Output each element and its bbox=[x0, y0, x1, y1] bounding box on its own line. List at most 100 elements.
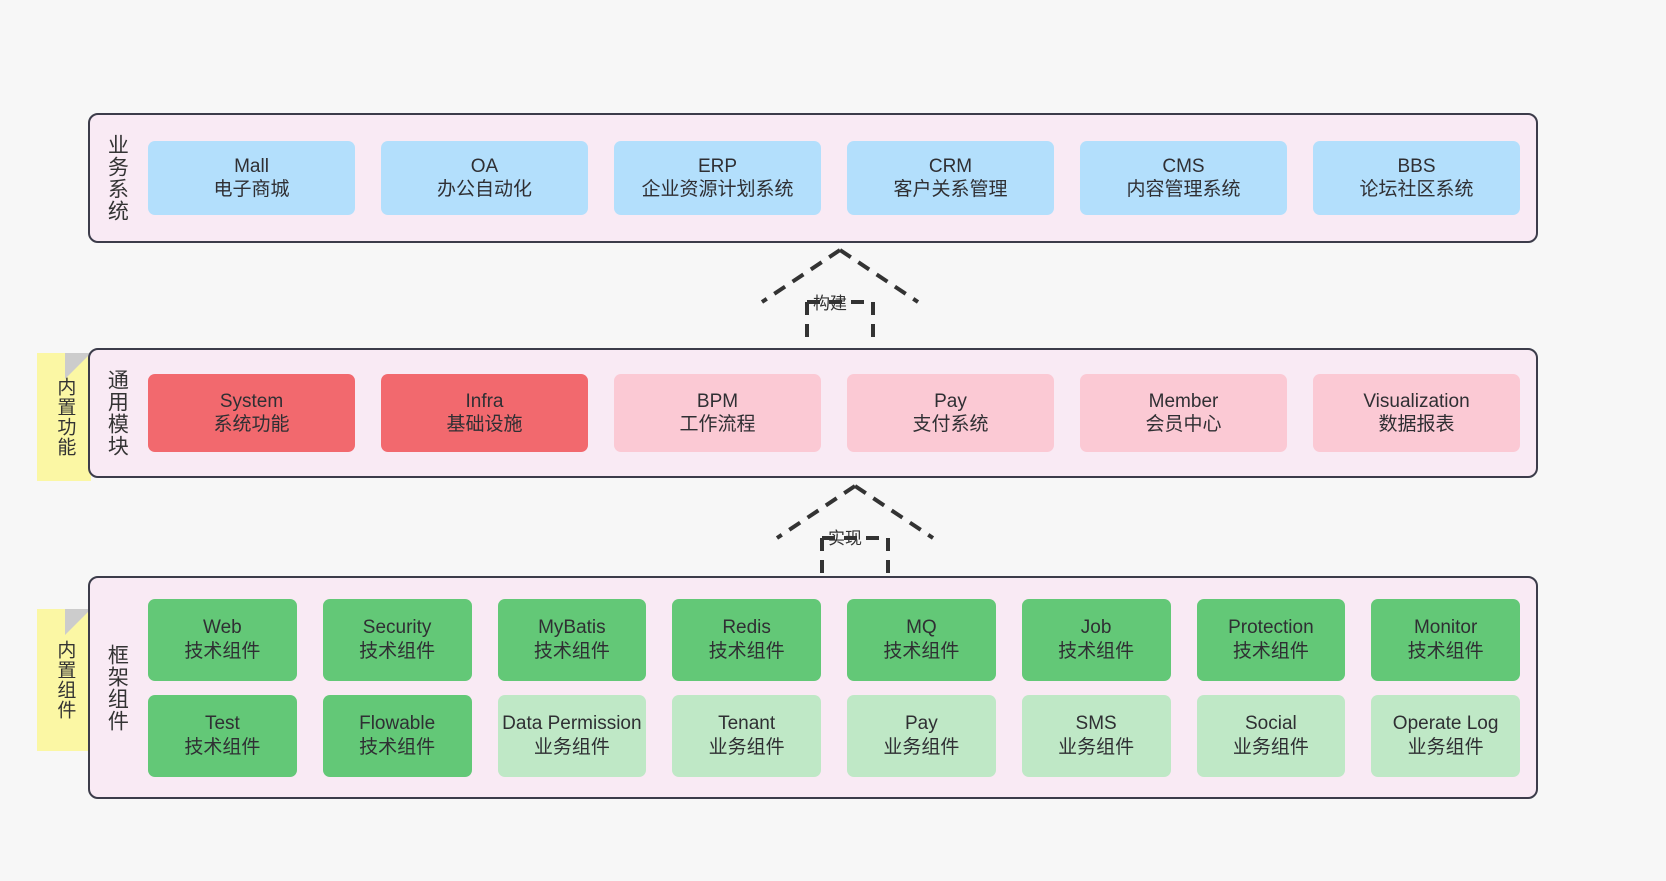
layer-common-modules: 通用模块 System 系统功能 Infra 基础设施 BPM 工作流程 Pay bbox=[88, 348, 1538, 478]
framework-node-row-1: Web 技术组件 Security 技术组件 MyBatis 技术组件 Redi… bbox=[148, 598, 1520, 681]
node-mybatis-desc: 技术组件 bbox=[533, 640, 610, 662]
node-system-desc: 系统功能 bbox=[213, 414, 290, 435]
node-mall-desc: 电子商城 bbox=[213, 179, 290, 200]
node-job-desc: 技术组件 bbox=[1058, 640, 1135, 662]
node-member[interactable]: Member 会员中心 bbox=[1080, 374, 1287, 452]
node-member-desc: 会员中心 bbox=[1145, 414, 1222, 435]
node-infra-name: Infra bbox=[465, 390, 504, 412]
node-data-permission[interactable]: Data Permission 业务组件 bbox=[497, 694, 647, 777]
node-bpm-name: BPM bbox=[696, 390, 739, 412]
node-protection-name: Protection bbox=[1228, 617, 1314, 639]
node-redis-name: Redis bbox=[722, 617, 771, 639]
layer-business-system-body: Mall 电子商城 OA 办公自动化 ERP 企业资源计划系统 CRM 客户关系… bbox=[142, 115, 1536, 241]
node-protection[interactable]: Protection 技术组件 bbox=[1196, 598, 1346, 681]
node-data-permission-name: Data Permission bbox=[502, 713, 642, 735]
node-pay-module-name: Pay bbox=[934, 390, 967, 412]
node-monitor-name: Monitor bbox=[1413, 617, 1478, 639]
node-web[interactable]: Web 技术组件 bbox=[148, 598, 297, 681]
node-visualization-name: Visualization bbox=[1363, 390, 1470, 412]
node-web-desc: 技术组件 bbox=[184, 640, 261, 662]
node-mall[interactable]: Mall 电子商城 bbox=[148, 141, 355, 215]
note-builtin-component: 内置组件 bbox=[37, 609, 91, 751]
note-builtin-function: 内置功能 bbox=[37, 353, 91, 481]
node-redis[interactable]: Redis 技术组件 bbox=[672, 598, 821, 681]
node-operate-log[interactable]: Operate Log 业务组件 bbox=[1371, 694, 1520, 777]
node-monitor[interactable]: Monitor 技术组件 bbox=[1371, 598, 1520, 681]
layer-framework-components-title: 框架组件 bbox=[105, 643, 129, 732]
node-crm[interactable]: CRM 客户关系管理 bbox=[847, 141, 1054, 215]
framework-node-row-2: Test 技术组件 Flowable 技术组件 Data Permission … bbox=[148, 694, 1520, 777]
node-erp-desc: 企业资源计划系统 bbox=[641, 179, 794, 200]
node-mq-desc: 技术组件 bbox=[883, 640, 960, 662]
node-erp[interactable]: ERP 企业资源计划系统 bbox=[614, 141, 821, 215]
node-security[interactable]: Security 技术组件 bbox=[322, 598, 472, 681]
node-bpm-desc: 工作流程 bbox=[679, 414, 756, 435]
node-cms-desc: 内容管理系统 bbox=[1126, 179, 1241, 200]
node-pay-module[interactable]: Pay 支付系统 bbox=[847, 374, 1054, 452]
node-security-desc: 技术组件 bbox=[359, 640, 436, 662]
node-test[interactable]: Test 技术组件 bbox=[148, 694, 297, 777]
node-data-permission-desc: 业务组件 bbox=[533, 736, 610, 758]
node-bpm[interactable]: BPM 工作流程 bbox=[614, 374, 821, 452]
node-bbs-desc: 论坛社区系统 bbox=[1359, 179, 1474, 200]
layer-framework-components: 框架组件 Web 技术组件 Security 技术组件 MyBatis 技术组件… bbox=[88, 576, 1538, 799]
layer-common-modules-title: 通用模块 bbox=[105, 369, 129, 457]
node-redis-desc: 技术组件 bbox=[708, 640, 785, 662]
node-crm-name: CRM bbox=[928, 155, 973, 177]
layer-business-system-title: 业务系统 bbox=[105, 134, 129, 222]
node-security-name: Security bbox=[362, 617, 432, 639]
node-tenant-desc: 业务组件 bbox=[708, 736, 785, 758]
node-sms-desc: 业务组件 bbox=[1058, 736, 1135, 758]
node-cms-name: CMS bbox=[1162, 155, 1205, 177]
node-oa-desc: 办公自动化 bbox=[436, 179, 532, 200]
node-test-name: Test bbox=[204, 713, 240, 735]
node-bbs[interactable]: BBS 论坛社区系统 bbox=[1313, 141, 1520, 215]
layer-business-system: 业务系统 Mall 电子商城 OA 办公自动化 ERP 企业资源计划系统 CRM bbox=[88, 113, 1538, 243]
node-system-name: System bbox=[219, 390, 284, 412]
node-bbs-name: BBS bbox=[1397, 155, 1436, 177]
node-social-desc: 业务组件 bbox=[1232, 736, 1309, 758]
connector-build-label: 构建 bbox=[813, 294, 847, 313]
node-social[interactable]: Social 业务组件 bbox=[1196, 694, 1346, 777]
connector-implement-label: 实现 bbox=[828, 529, 862, 548]
node-cms[interactable]: CMS 内容管理系统 bbox=[1080, 141, 1287, 215]
node-job-name: Job bbox=[1080, 617, 1112, 639]
node-social-name: Social bbox=[1245, 713, 1297, 735]
node-pay-component-desc: 业务组件 bbox=[883, 736, 960, 758]
business-node-row: Mall 电子商城 OA 办公自动化 ERP 企业资源计划系统 CRM 客户关系… bbox=[148, 141, 1520, 215]
node-mq-name: MQ bbox=[906, 617, 937, 639]
node-flowable-desc: 技术组件 bbox=[359, 736, 436, 758]
node-protection-desc: 技术组件 bbox=[1232, 640, 1309, 662]
node-monitor-desc: 技术组件 bbox=[1407, 640, 1484, 662]
node-tenant[interactable]: Tenant 业务组件 bbox=[672, 694, 821, 777]
node-mq[interactable]: MQ 技术组件 bbox=[847, 598, 996, 681]
node-pay-module-desc: 支付系统 bbox=[912, 414, 989, 435]
node-job[interactable]: Job 技术组件 bbox=[1021, 598, 1171, 681]
node-test-desc: 技术组件 bbox=[184, 736, 261, 758]
node-infra-desc: 基础设施 bbox=[446, 414, 523, 435]
node-system[interactable]: System 系统功能 bbox=[148, 374, 355, 452]
node-sms[interactable]: SMS 业务组件 bbox=[1021, 694, 1171, 777]
node-mybatis[interactable]: MyBatis 技术组件 bbox=[497, 598, 647, 681]
node-crm-desc: 客户关系管理 bbox=[893, 179, 1008, 200]
node-mall-name: Mall bbox=[234, 155, 269, 177]
node-sms-name: SMS bbox=[1075, 713, 1117, 735]
node-web-name: Web bbox=[203, 617, 242, 639]
node-flowable-name: Flowable bbox=[359, 713, 436, 735]
node-operate-log-name: Operate Log bbox=[1392, 713, 1499, 735]
common-node-row: System 系统功能 Infra 基础设施 BPM 工作流程 Pay 支付系统… bbox=[148, 374, 1520, 452]
node-erp-name: ERP bbox=[697, 155, 738, 177]
node-pay-component[interactable]: Pay 业务组件 bbox=[847, 694, 996, 777]
node-infra[interactable]: Infra 基础设施 bbox=[381, 374, 588, 452]
node-visualization[interactable]: Visualization 数据报表 bbox=[1313, 374, 1520, 452]
node-visualization-desc: 数据报表 bbox=[1378, 414, 1455, 435]
node-tenant-name: Tenant bbox=[718, 713, 776, 735]
node-flowable[interactable]: Flowable 技术组件 bbox=[322, 694, 472, 777]
node-member-name: Member bbox=[1148, 390, 1219, 412]
node-oa[interactable]: OA 办公自动化 bbox=[381, 141, 588, 215]
layer-common-modules-body: System 系统功能 Infra 基础设施 BPM 工作流程 Pay 支付系统… bbox=[142, 350, 1536, 476]
node-pay-component-name: Pay bbox=[905, 713, 938, 735]
node-oa-name: OA bbox=[470, 155, 499, 177]
node-mybatis-name: MyBatis bbox=[538, 617, 606, 639]
